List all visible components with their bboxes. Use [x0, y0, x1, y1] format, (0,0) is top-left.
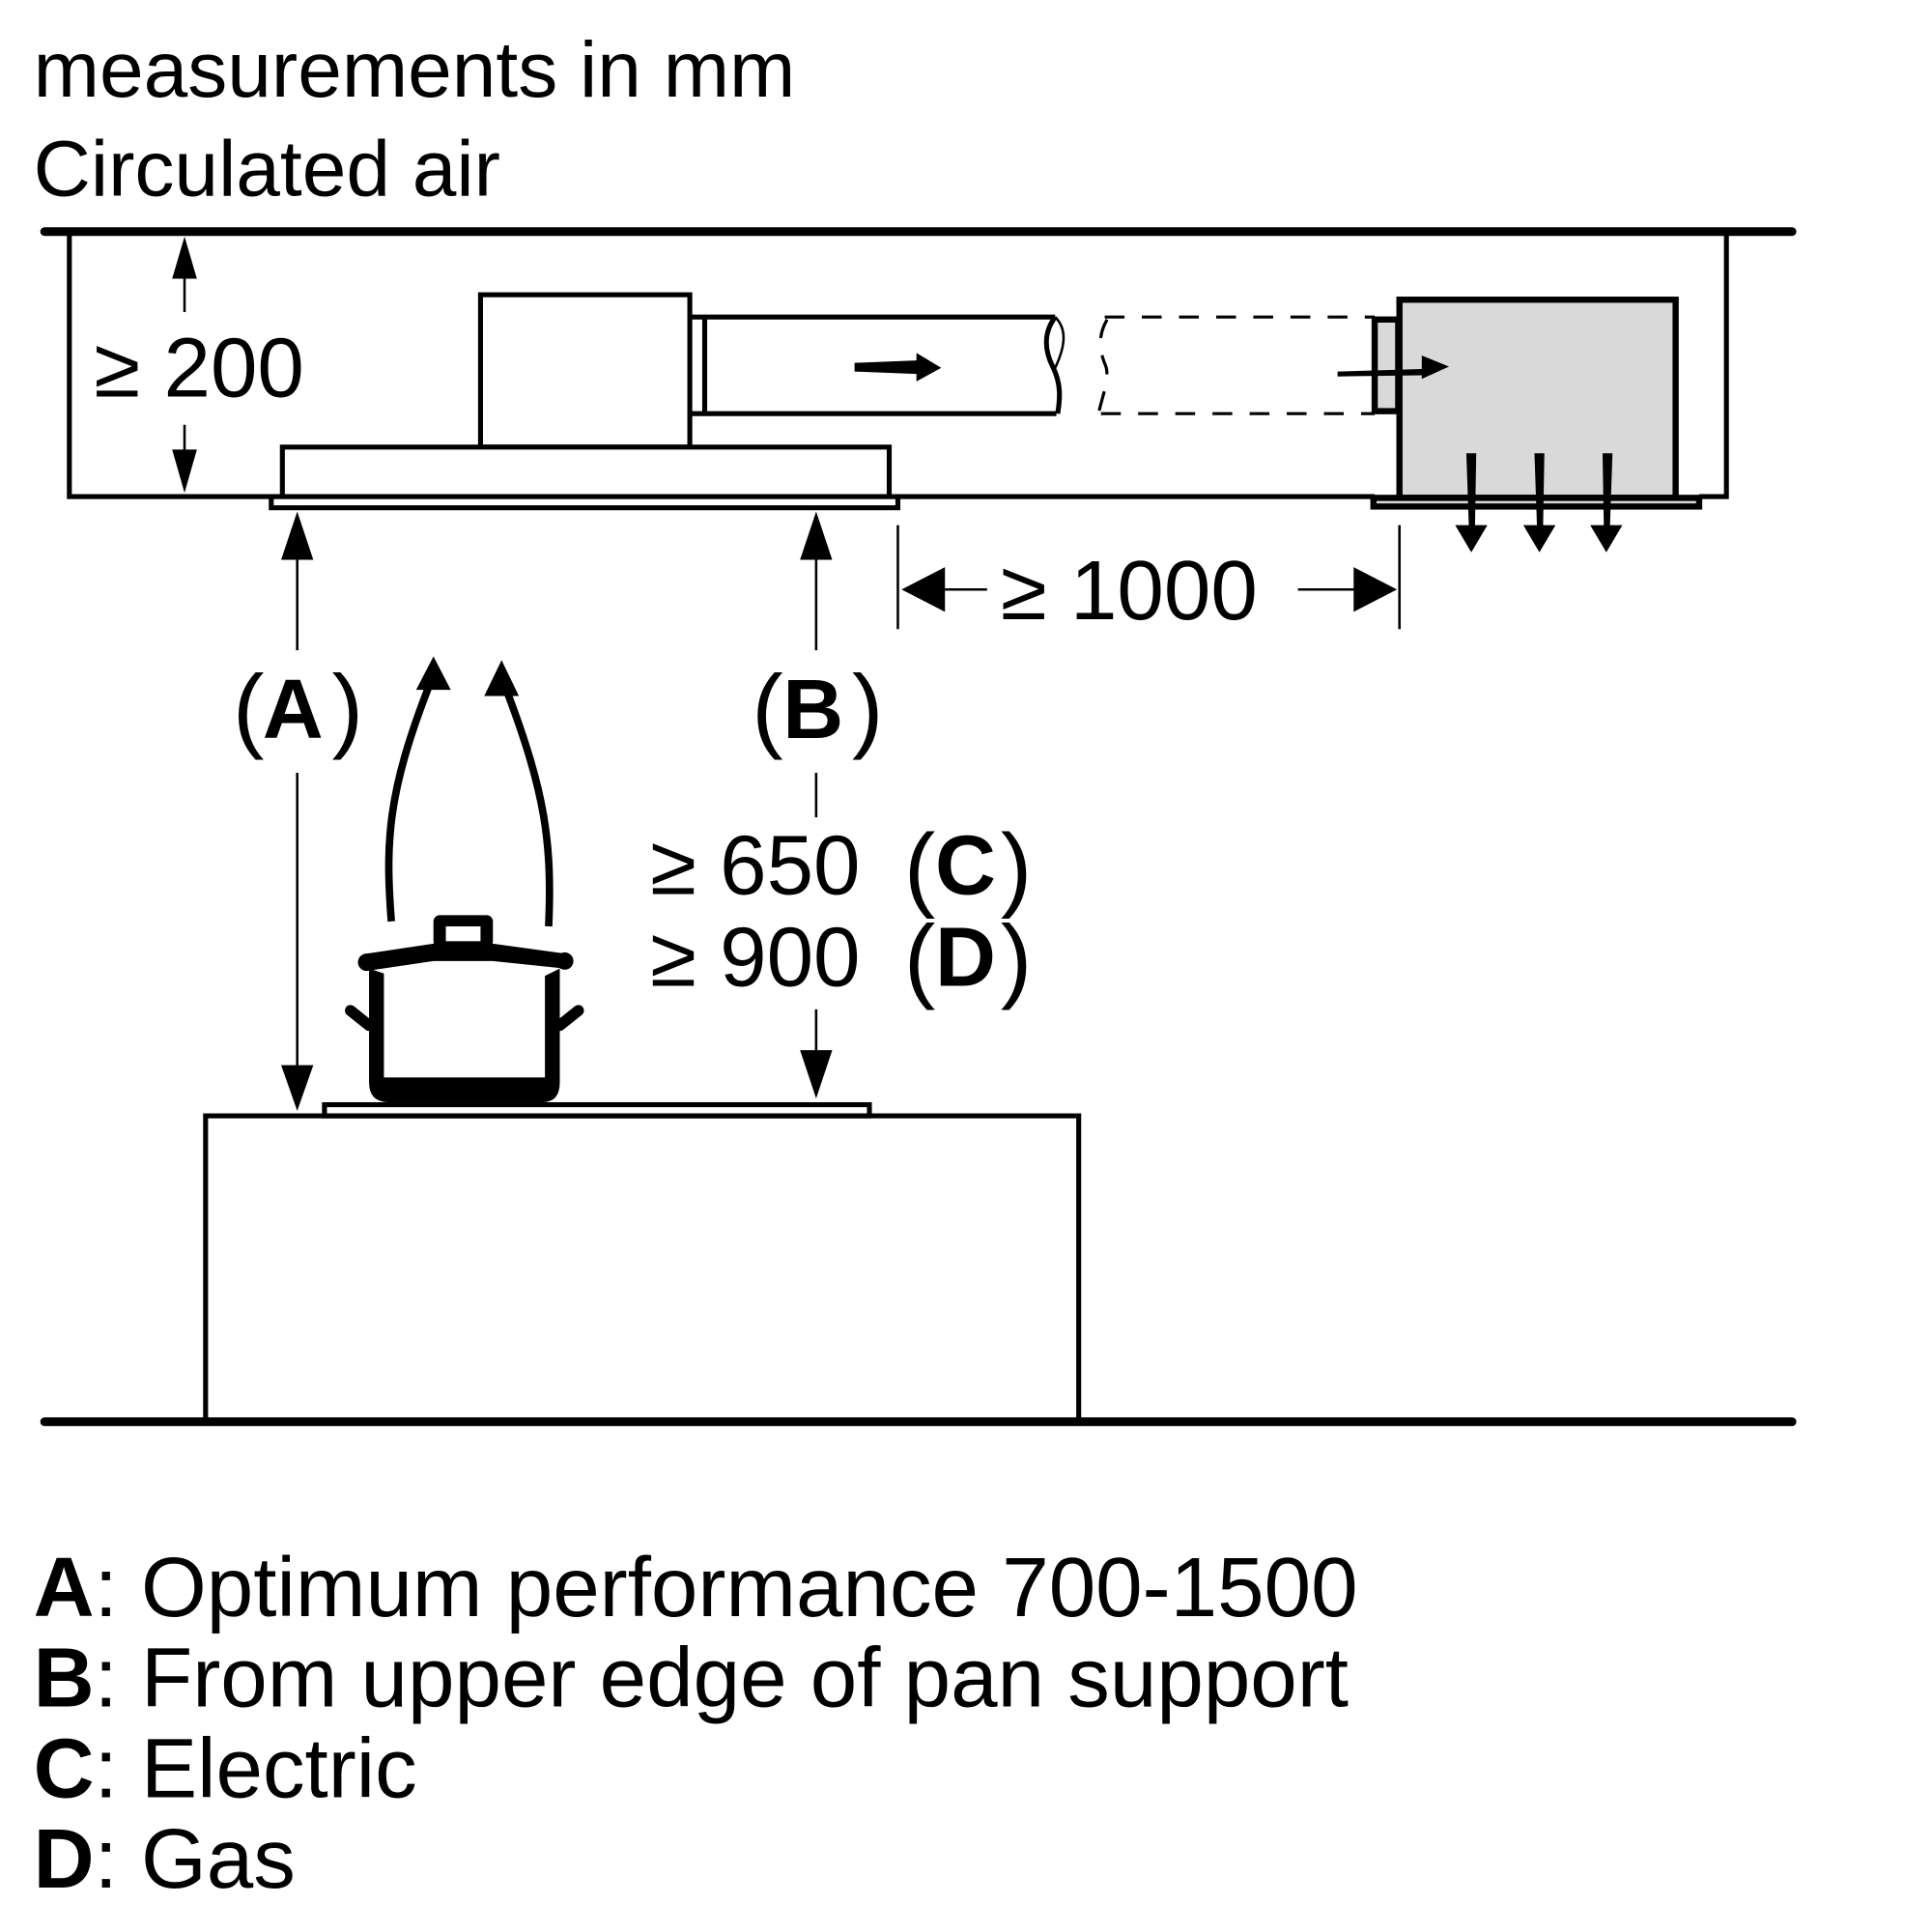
arrow-down-icon	[281, 1065, 314, 1111]
air-duct	[690, 314, 1065, 416]
arrow-up-icon	[281, 511, 314, 560]
recirculation-module	[1337, 297, 1703, 553]
svg-text:C: C	[935, 819, 996, 913]
svg-text:(: (	[233, 656, 264, 761]
cooker-hood	[269, 292, 901, 511]
svg-text:): )	[1001, 814, 1032, 920]
legend: A: Optimum performance 700-1500 B: From …	[34, 1541, 1358, 1906]
label-b: B	[782, 663, 843, 756]
svg-text:≥ 900: ≥ 900	[650, 911, 860, 1005]
ceiling-clearance-label: ≥ 200	[94, 321, 303, 414]
ceiling-clearance-dimension: ≥ 200	[94, 236, 304, 494]
outflow-arrow-icon	[1455, 453, 1488, 553]
wall-cabinet-right	[1698, 231, 1729, 499]
svg-text:): )	[852, 656, 883, 761]
inflow-arrow-icon	[1337, 355, 1449, 380]
svg-text:(: (	[904, 906, 935, 1011]
arrow-down-icon	[800, 1050, 833, 1099]
units-note: measurements in mm	[34, 26, 796, 114]
arrow-up-icon	[484, 660, 520, 696]
base-cabinet	[203, 1102, 1082, 1425]
legend-item: A: Optimum performance 700-1500	[34, 1541, 1358, 1634]
dimension-a: ( A )	[233, 511, 363, 1111]
height-gas: ≥ 900 ( D )	[650, 906, 1032, 1011]
legend-item: B: From upper edge of pan support	[34, 1632, 1349, 1725]
wall-cabinet	[67, 231, 283, 499]
module-distance-label: ≥ 1000	[1001, 544, 1258, 638]
mode-title: Circulated air	[34, 126, 500, 213]
steam-arrows	[384, 656, 554, 927]
arrow-up-icon	[415, 656, 451, 691]
legend-item: C: Electric	[34, 1721, 417, 1815]
dashed-duct	[1096, 315, 1376, 415]
height-electric: ≥ 650 ( C )	[650, 814, 1032, 920]
outflow-arrow-icon	[1522, 453, 1556, 553]
arrow-down-icon	[172, 449, 197, 494]
label-a: A	[263, 663, 324, 756]
legend-item: D: Gas	[34, 1812, 296, 1906]
svg-text:D: D	[935, 911, 996, 1005]
arrow-up-icon	[800, 511, 833, 560]
svg-text:): )	[332, 656, 363, 761]
airflow-arrow-icon	[854, 353, 942, 382]
svg-text:(: (	[752, 656, 782, 761]
cooking-pot-icon	[345, 915, 584, 1103]
module-distance-dimension: ≥ 1000	[896, 525, 1402, 638]
svg-text:(: (	[904, 814, 935, 920]
svg-text:): )	[1001, 906, 1032, 1011]
arrow-up-icon	[172, 236, 197, 279]
dimension-b: ( B )	[752, 511, 884, 1099]
outflow-arrow-icon	[1590, 453, 1623, 553]
svg-text:≥ 650: ≥ 650	[650, 819, 860, 913]
